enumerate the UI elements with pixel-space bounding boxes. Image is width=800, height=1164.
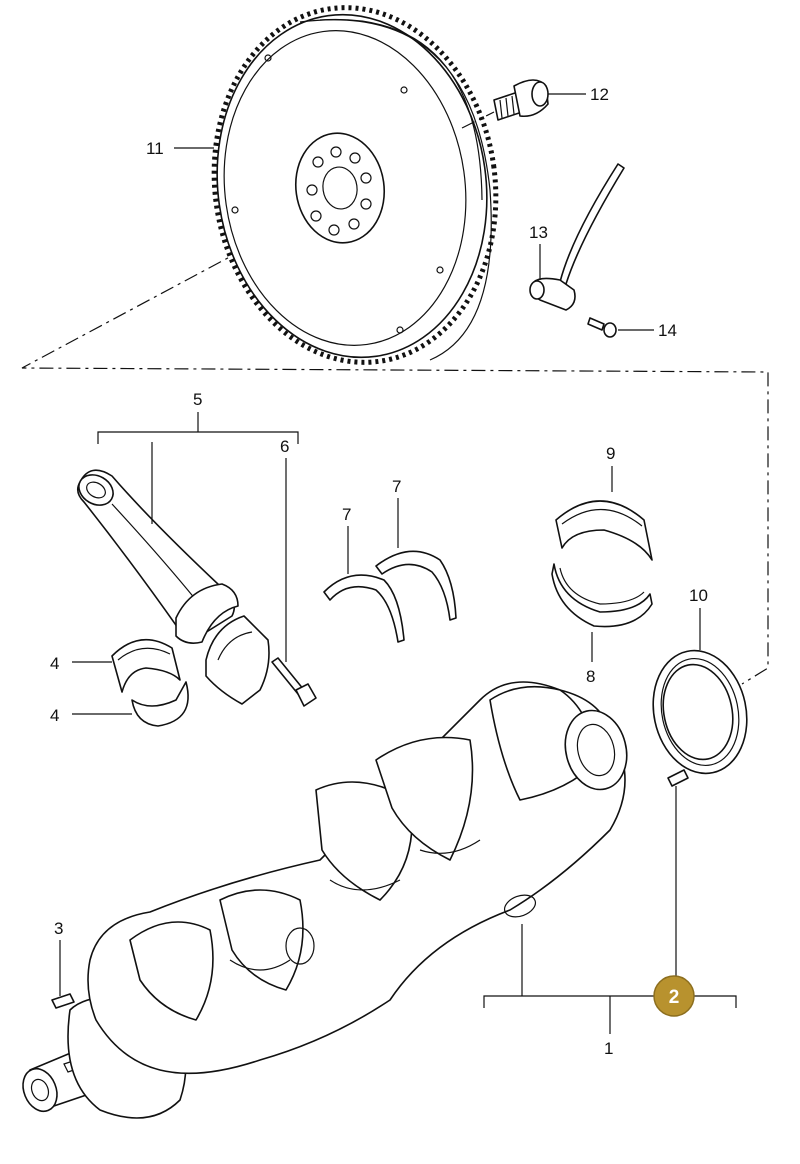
crankshaft[interactable] [17,681,635,1119]
callout-4-upper[interactable]: 4 [50,654,59,673]
callout-4-lower[interactable]: 4 [50,706,59,725]
callout-7-right[interactable]: 7 [392,477,401,496]
callout-8[interactable]: 8 [586,667,595,686]
callout-14[interactable]: 14 [658,321,677,340]
callout-labels: 1 3 4 4 5 6 7 7 8 9 10 11 12 13 14 [50,85,708,1058]
callout-11[interactable]: 11 [146,139,164,158]
rod-bearing-upper[interactable] [111,638,181,693]
rod-bearing-lower[interactable] [131,681,189,727]
thrust-washer-left[interactable] [323,574,405,643]
flywheel[interactable] [192,0,519,381]
main-bearing-lower[interactable] [551,563,653,628]
speed-sensor[interactable] [529,163,625,311]
callout-2[interactable]: 2 [669,987,680,1008]
callout-7-left[interactable]: 7 [342,505,351,524]
callout-12[interactable]: 12 [590,85,609,104]
rod-bolt[interactable] [271,657,317,707]
callout-5[interactable]: 5 [193,390,202,409]
connecting-rod-cap[interactable] [205,615,270,705]
leader-lines [59,93,737,1034]
flywheel-bolt[interactable] [461,79,549,129]
callout-13[interactable]: 13 [529,223,548,242]
thrust-washer-right[interactable] [375,550,457,621]
callout-10[interactable]: 10 [689,586,708,605]
dowel-pin[interactable] [667,769,689,787]
main-bearing-upper[interactable] [555,500,653,561]
callout-1[interactable]: 1 [604,1039,613,1058]
callout-6[interactable]: 6 [280,437,289,456]
callout-2-highlight[interactable]: 2 [653,975,695,1017]
sensor-screw[interactable] [587,317,617,338]
callout-9[interactable]: 9 [606,444,615,463]
woodruff-key[interactable] [51,993,75,1009]
alignment-axes [21,197,769,685]
crankshaft-seal[interactable] [642,642,758,782]
callout-3[interactable]: 3 [54,919,63,938]
connecting-rod[interactable] [73,469,239,644]
